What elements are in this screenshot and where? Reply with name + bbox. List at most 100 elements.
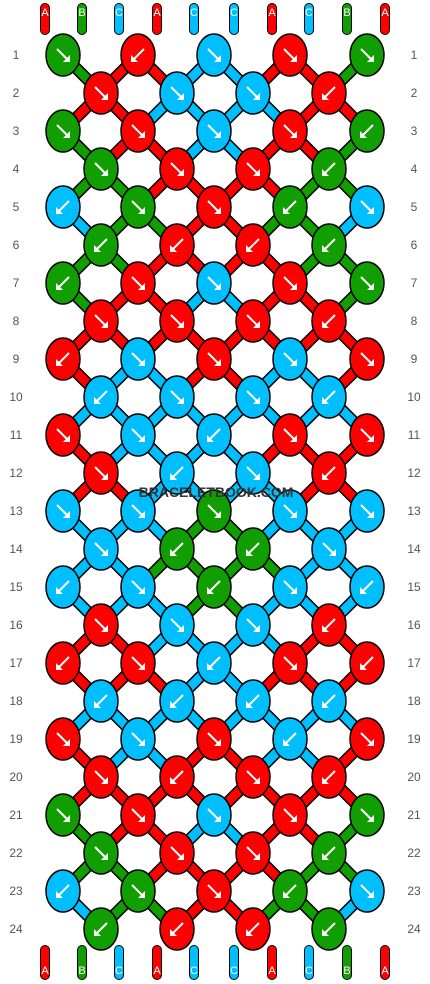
- arrow-down-right-icon: [56, 48, 70, 62]
- arrow-down-right-icon: [207, 884, 221, 898]
- row-label-right: 9: [411, 352, 418, 366]
- row-label-left: 21: [9, 808, 23, 822]
- row-label-right: 21: [407, 808, 421, 822]
- arrow-down-left-icon: [170, 466, 184, 480]
- arrow-down-left-icon: [94, 390, 108, 404]
- arrow-down-left-icon: [360, 656, 374, 670]
- arrow-down-right-icon: [207, 732, 221, 746]
- arrow-down-left-icon: [56, 656, 70, 670]
- row-label-left: 17: [9, 656, 23, 670]
- arrow-down-right-icon: [360, 504, 374, 518]
- arrow-down-right-icon: [283, 124, 297, 138]
- row-label-left: 7: [13, 276, 20, 290]
- arrow-down-right-icon: [283, 352, 297, 366]
- arrow-down-right-icon: [94, 314, 108, 328]
- string-letter-top: C: [115, 7, 123, 19]
- arrow-down-right-icon: [207, 48, 221, 62]
- arrow-down-right-icon: [131, 276, 145, 290]
- arrow-down-right-icon: [207, 124, 221, 138]
- arrow-down-left-icon: [322, 846, 336, 860]
- arrow-down-right-icon: [246, 770, 260, 784]
- arrow-down-right-icon: [246, 846, 260, 860]
- arrow-down-right-icon: [94, 542, 108, 556]
- arrow-down-left-icon: [322, 314, 336, 328]
- arrow-down-left-icon: [94, 694, 108, 708]
- row-label-left: 13: [9, 504, 23, 518]
- row-label-right: 2: [411, 86, 418, 100]
- arrow-down-left-icon: [322, 922, 336, 936]
- row-label-left: 22: [9, 846, 23, 860]
- arrow-down-right-icon: [360, 352, 374, 366]
- arrow-down-right-icon: [360, 808, 374, 822]
- arrow-down-left-icon: [56, 352, 70, 366]
- arrow-down-right-icon: [207, 808, 221, 822]
- string-letter-bottom: B: [343, 965, 350, 977]
- arrow-down-right-icon: [283, 580, 297, 594]
- row-label-right: 11: [408, 428, 421, 442]
- row-label-left: 4: [13, 162, 20, 176]
- row-label-left: 8: [13, 314, 20, 328]
- arrow-down-right-icon: [207, 504, 221, 518]
- arrow-down-right-icon: [207, 200, 221, 214]
- string-letter-bottom: A: [381, 965, 389, 977]
- row-label-left: 24: [9, 922, 23, 936]
- arrow-down-left-icon: [170, 238, 184, 252]
- row-label-right: 12: [407, 466, 421, 480]
- arrow-down-right-icon: [360, 200, 374, 214]
- arrow-down-right-icon: [322, 542, 336, 556]
- arrow-down-right-icon: [360, 276, 374, 290]
- string-letter-top: C: [305, 7, 313, 19]
- arrow-down-left-icon: [56, 200, 70, 214]
- row-label-right: 19: [407, 732, 421, 746]
- arrow-down-right-icon: [131, 580, 145, 594]
- row-label-right: 8: [411, 314, 418, 328]
- row-label-left: 6: [13, 238, 20, 252]
- arrow-down-left-icon: [246, 542, 260, 556]
- row-label-right: 20: [407, 770, 421, 784]
- arrow-down-right-icon: [283, 504, 297, 518]
- arrow-down-right-icon: [207, 276, 221, 290]
- arrow-down-right-icon: [246, 466, 260, 480]
- arrow-down-left-icon: [207, 656, 221, 670]
- row-label-left: 1: [13, 48, 20, 62]
- arrow-down-right-icon: [170, 618, 184, 632]
- row-label-right: 4: [411, 162, 418, 176]
- row-label-right: 16: [407, 618, 421, 632]
- arrow-down-right-icon: [94, 618, 108, 632]
- arrow-down-left-icon: [131, 48, 145, 62]
- arrow-down-right-icon: [94, 162, 108, 176]
- arrow-down-left-icon: [246, 238, 260, 252]
- arrow-down-left-icon: [283, 732, 297, 746]
- row-label-right: 17: [407, 656, 421, 670]
- arrow-down-right-icon: [131, 504, 145, 518]
- string-letter-top: A: [41, 7, 49, 19]
- arrow-down-right-icon: [246, 86, 260, 100]
- row-label-left: 15: [9, 580, 23, 594]
- row-label-left: 3: [13, 124, 20, 138]
- arrow-down-left-icon: [322, 618, 336, 632]
- arrow-down-right-icon: [170, 846, 184, 860]
- arrow-down-left-icon: [322, 466, 336, 480]
- arrow-down-right-icon: [207, 352, 221, 366]
- string-letter-bottom: C: [305, 965, 313, 977]
- arrow-down-right-icon: [246, 390, 260, 404]
- string-letter-bottom: C: [230, 965, 238, 977]
- row-label-left: 10: [9, 390, 23, 404]
- arrow-down-right-icon: [170, 86, 184, 100]
- arrow-down-left-icon: [360, 580, 374, 594]
- row-label-left: 19: [9, 732, 23, 746]
- arrow-down-right-icon: [360, 884, 374, 898]
- arrow-down-left-icon: [170, 542, 184, 556]
- row-label-left: 2: [13, 86, 20, 100]
- arrow-down-right-icon: [246, 162, 260, 176]
- knots: [45, 33, 385, 951]
- string-letter-top: C: [190, 7, 198, 19]
- arrow-down-right-icon: [360, 48, 374, 62]
- arrow-down-left-icon: [207, 580, 221, 594]
- arrow-down-left-icon: [246, 922, 260, 936]
- arrow-down-left-icon: [246, 694, 260, 708]
- row-label-right: 13: [407, 504, 421, 518]
- arrow-down-left-icon: [94, 922, 108, 936]
- arrow-down-right-icon: [170, 314, 184, 328]
